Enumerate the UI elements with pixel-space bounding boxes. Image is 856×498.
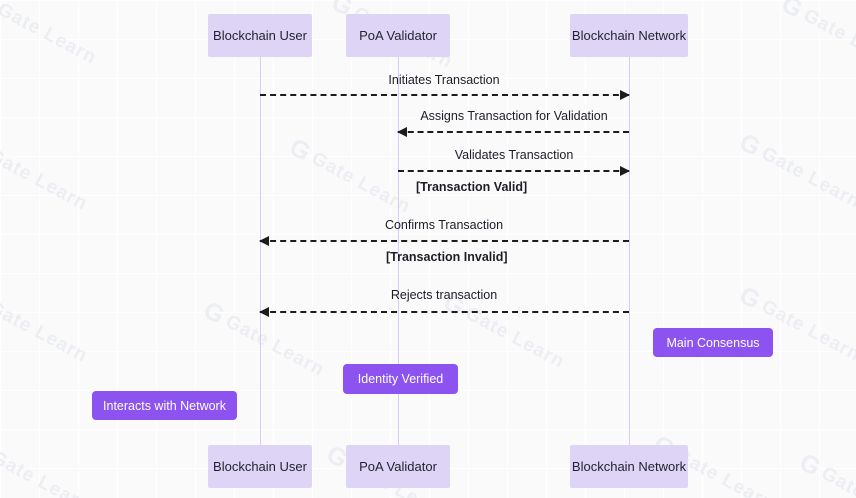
gate-logo-icon: G bbox=[794, 448, 826, 482]
actor-box-poa-validator-top: PoA Validator bbox=[346, 14, 450, 57]
message-arrow-confirms-transaction bbox=[259, 236, 629, 246]
actor-box-poa-validator-bottom: PoA Validator bbox=[346, 445, 450, 488]
gate-logo-icon: G bbox=[734, 281, 766, 315]
message-label-rejects-transaction: Rejects transaction bbox=[390, 288, 498, 302]
lifeline-blockchain-user bbox=[260, 57, 261, 445]
gate-logo-icon: G bbox=[198, 296, 230, 330]
gate-logo-icon: G bbox=[0, 0, 1, 19]
lifeline-blockchain-network bbox=[629, 57, 630, 445]
gate-logo-icon: G bbox=[284, 133, 316, 167]
note-badge-interacts-with-network: Interacts with Network bbox=[92, 391, 237, 420]
note-badge-identity-verified: Identity Verified bbox=[343, 364, 458, 394]
actor-box-blockchain-network-top: Blockchain Network bbox=[570, 14, 688, 57]
message-label-initiates-transaction: Initiates Transaction bbox=[388, 73, 500, 87]
message-arrow-validates-transaction bbox=[398, 166, 630, 176]
note-label: Interacts with Network bbox=[103, 398, 226, 413]
message-label-validates-transaction: Validates Transaction bbox=[454, 148, 574, 162]
message-label-assigns-transaction: Assigns Transaction for Validation bbox=[420, 109, 608, 123]
actor-box-blockchain-network-bottom: Blockchain Network bbox=[570, 445, 688, 488]
message-label-confirms-transaction: Confirms Transaction bbox=[384, 218, 504, 232]
actor-label: Blockchain Network bbox=[571, 459, 687, 474]
condition-label-transaction-valid: [Transaction Valid] bbox=[416, 180, 528, 194]
actor-label: Blockchain User bbox=[213, 28, 307, 43]
condition-label-transaction-invalid: [Transaction Invalid] bbox=[386, 250, 508, 264]
gate-logo-icon: G bbox=[734, 128, 766, 162]
message-arrow-initiates-transaction bbox=[260, 90, 630, 100]
lifeline-poa-validator bbox=[398, 57, 399, 445]
actor-label: PoA Validator bbox=[359, 28, 437, 43]
actor-label: Blockchain Network bbox=[571, 28, 687, 43]
note-badge-main-consensus: Main Consensus bbox=[653, 328, 773, 357]
message-arrow-rejects-transaction bbox=[259, 307, 629, 317]
note-label: Identity Verified bbox=[357, 372, 444, 386]
actor-label: PoA Validator bbox=[359, 459, 437, 474]
actor-box-blockchain-user-top: Blockchain User bbox=[208, 14, 312, 57]
message-arrow-assigns-transaction bbox=[397, 127, 629, 137]
gate-logo-icon: G bbox=[776, 0, 808, 24]
actor-label: Blockchain User bbox=[213, 459, 307, 474]
note-label: Main Consensus bbox=[666, 335, 760, 350]
actor-box-blockchain-user-bottom: Blockchain User bbox=[208, 445, 312, 488]
